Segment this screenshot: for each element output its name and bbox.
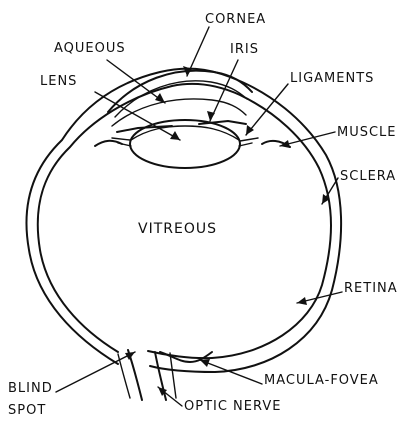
label-lens: LENS <box>40 74 77 89</box>
label-macula-fovea: MACULA-FOVEA <box>264 373 379 388</box>
optic-nerve-shape <box>118 350 176 400</box>
leader-macula-fovea-tip <box>200 359 210 367</box>
ligaments-shape <box>112 138 258 146</box>
lens-shape <box>130 120 240 168</box>
label-retina: RETINA <box>344 281 398 296</box>
label-ligaments: LIGAMENTS <box>290 71 374 86</box>
label-aqueous: AQUEOUS <box>54 41 126 56</box>
labels: CORNEA AQUEOUS IRIS LENS LIGAMENTS MUSCL… <box>8 12 398 418</box>
label-muscle: MUSCLE <box>337 125 397 140</box>
label-cornea: CORNEA <box>205 12 266 27</box>
label-blind-spot-line2: SPOT <box>8 403 46 418</box>
leader-aqueous <box>107 60 165 103</box>
leader-muscle-tip <box>280 140 290 148</box>
label-optic-nerve: OPTIC NERVE <box>184 399 281 414</box>
label-blind-spot-line1: BLIND <box>8 381 53 396</box>
leader-aqueous-tip <box>155 93 165 103</box>
label-iris: IRIS <box>230 42 259 57</box>
leader-retina-tip <box>297 297 307 305</box>
label-sclera: SCLERA <box>340 169 396 184</box>
label-vitreous: VITREOUS <box>138 221 217 237</box>
